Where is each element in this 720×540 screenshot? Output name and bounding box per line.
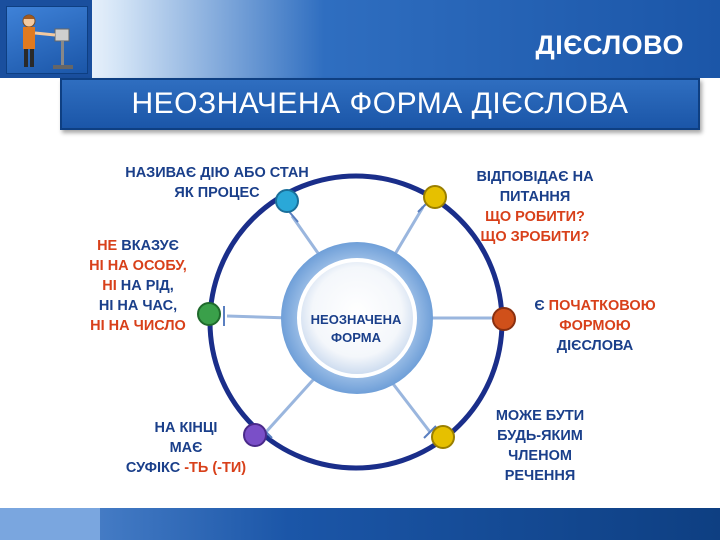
footer-accent [0, 508, 100, 540]
label-emphasis: Є [534, 298, 545, 314]
page-title: ДІЄСЛОВО [535, 30, 684, 60]
label-text: ПОЧАТКОВОЮ [544, 298, 656, 314]
label-line: МАЄ [169, 440, 203, 456]
center-node [297, 258, 417, 378]
label-line: ВІДПОВІДАЄ НА [476, 169, 594, 185]
center-label: НЕОЗНАЧЕНА ФОРМА [296, 311, 416, 347]
node-left [197, 302, 221, 326]
label-line: ДІЄСЛОВА [556, 338, 634, 354]
label-line: НЕ ВКАЗУЄ [68, 236, 208, 256]
label-line: НАЗИВАЄ ДІЮ АБО СТАН [125, 165, 309, 181]
presenter-logo [0, 0, 92, 78]
label-line: НІ НА ЧИСЛО [90, 318, 186, 334]
label-text: ВКАЗУЄ [117, 238, 179, 254]
label-line: НІ НА ЧАС, [98, 298, 178, 314]
node-bottom-right [431, 425, 455, 449]
label-emphasis: -ТЬ (-ТИ) [184, 460, 247, 476]
label-line: НІ НА ОСОБУ, [89, 258, 187, 274]
node-top-right [423, 185, 447, 209]
label-line: ЩО РОБИТИ? [485, 209, 585, 225]
label-top-left: НАЗИВАЄ ДІЮ АБО СТАН ЯК ПРОЦЕС [100, 163, 334, 203]
label-emphasis: НІ [102, 278, 117, 294]
node-bottom-left [243, 423, 267, 447]
label-bottom-left: НА КІНЦІ МАЄ СУФІКС -ТЬ (-ТИ) [100, 418, 272, 478]
label-left: НЕ ВКАЗУЄ НІ НА ОСОБУ, НІ НА РІД, НІ НА … [68, 236, 208, 336]
label-line: ПИТАННЯ [499, 189, 571, 205]
label-line: СУФІКС -ТЬ (-ТИ) [100, 458, 272, 478]
label-line: Є ПОЧАТКОВОЮ [516, 296, 674, 316]
label-line: ФОРМОЮ [559, 318, 631, 334]
node-right [492, 307, 516, 331]
presenter-illustration-icon [6, 6, 88, 74]
label-line: НА КІНЦІ [154, 420, 218, 436]
center-label-line1: НЕОЗНАЧЕНА [310, 312, 402, 327]
label-text: НА РІД, [116, 278, 174, 294]
label-text: СУФІКС [125, 460, 185, 476]
node-top-left [275, 189, 299, 213]
label-line: НІ НА РІД, [68, 276, 208, 296]
label-line: РЕЧЕННЯ [504, 468, 576, 484]
label-bottom-right: МОЖЕ БУТИ БУДЬ-ЯКИМ ЧЛЕНОМ РЕЧЕННЯ [470, 406, 610, 486]
label-right: Є ПОЧАТКОВОЮ ФОРМОЮ ДІЄСЛОВА [516, 296, 674, 356]
label-line: БУДЬ-ЯКИМ [497, 428, 583, 444]
label-top-right: ВІДПОВІДАЄ НА ПИТАННЯ ЩО РОБИТИ? ЩО ЗРОБ… [456, 167, 614, 247]
label-emphasis: НЕ [97, 238, 118, 254]
header-bar: ДІЄСЛОВО [0, 0, 720, 78]
label-line: ЩО ЗРОБИТИ? [480, 229, 590, 245]
label-line: МОЖЕ БУТИ [495, 408, 585, 424]
label-line: ЯК ПРОЦЕС [174, 185, 260, 201]
subtitle-banner: НЕОЗНАЧЕНА ФОРМА ДІЄСЛОВА [60, 78, 700, 130]
footer-bar [0, 508, 720, 540]
label-line: ЧЛЕНОМ [508, 448, 572, 464]
center-label-line2: ФОРМА [331, 330, 381, 345]
